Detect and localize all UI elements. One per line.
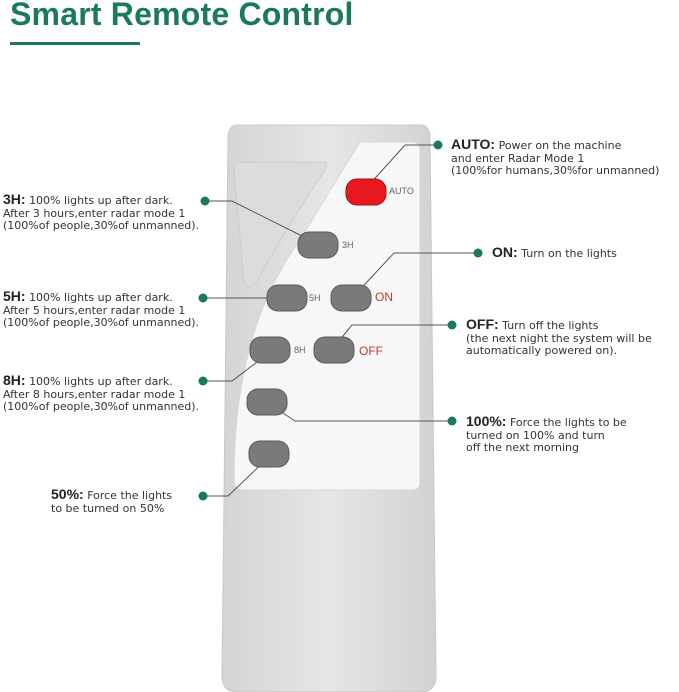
callout-8h: 8H: 100% lights up after dark. After 8 h…	[3, 372, 200, 414]
auto-button	[345, 178, 387, 206]
leader-50	[203, 455, 271, 497]
8h-button	[249, 336, 291, 364]
callout-3h: 3H: 100% lights up after dark. After 3 h…	[3, 191, 200, 233]
auto-button-label: AUTO	[389, 186, 414, 196]
callout-dot-3h	[200, 196, 210, 206]
5h-button-label: 5H	[309, 293, 321, 303]
callout-50-heading: 50%:	[51, 486, 84, 502]
100-percent-button	[246, 388, 288, 416]
callout-dot-5h	[198, 293, 208, 303]
callout-off-line: (the next night the system will be	[466, 331, 652, 345]
title-underline	[10, 42, 140, 45]
callout-8h-text: 100% lights up after dark.	[29, 375, 173, 388]
callout-100-heading: 100%:	[466, 413, 507, 429]
callout-5h-text: 100% lights up after dark.	[29, 291, 173, 304]
on-button	[330, 284, 372, 312]
callout-50: 50%: Force the lights to be turned on 50…	[51, 486, 173, 515]
on-button-label: ON	[375, 290, 393, 304]
callout-3h-text: 100% lights up after dark.	[29, 194, 173, 207]
callout-5h: 5H: 100% lights up after dark. After 5 h…	[3, 288, 200, 330]
5h-button	[266, 284, 308, 312]
remote-inset	[233, 161, 328, 288]
off-button	[313, 336, 355, 364]
callout-50-text: Force the lights	[87, 489, 173, 502]
callout-50-line: to be turned on 50%	[51, 501, 165, 515]
callout-100-line: turned on 100% and turn	[466, 428, 605, 442]
50-percent-button	[248, 440, 290, 468]
callout-5h-heading: 5H:	[3, 288, 26, 304]
leader-3h	[205, 200, 319, 245]
callout-8h-line: After 8 hours,enter radar mode 1	[3, 387, 186, 401]
callout-dot-50	[198, 491, 208, 501]
callout-on-heading: ON:	[492, 244, 518, 260]
callout-dot-100	[447, 416, 457, 426]
callout-on: ON: Turn on the lights	[492, 244, 617, 261]
leader-auto	[367, 144, 438, 187]
callout-8h-heading: 8H:	[3, 372, 26, 388]
callout-5h-line: (100%of people,30%of unmanned).	[3, 316, 200, 329]
callout-100-line: off the next morning	[466, 441, 579, 454]
3h-button-label: 3H	[342, 240, 354, 250]
off-button-label: OFF	[359, 344, 383, 358]
callout-3h-heading: 3H:	[3, 191, 26, 207]
callout-auto: AUTO: Power on the machine and enter Rad…	[451, 136, 660, 178]
page-title: Smart Remote Control	[10, 0, 354, 32]
callout-off-heading: OFF:	[466, 316, 499, 332]
callout-off-text: Turn off the lights	[502, 319, 599, 332]
callout-on-text: Turn on the lights	[521, 247, 617, 260]
callout-auto-line: and enter Radar Mode 1	[451, 151, 585, 165]
callout-8h-line: (100%of people,30%of unmanned).	[3, 400, 200, 413]
callout-off-line: automatically powered on).	[466, 344, 617, 357]
callout-auto-heading: AUTO:	[451, 136, 496, 152]
8h-button-label: 8H	[294, 345, 306, 355]
leader-on	[351, 252, 478, 299]
callout-100: 100%: Force the lights to be turned on 1…	[466, 413, 627, 455]
callout-3h-line: (100%of people,30%of unmanned).	[3, 219, 200, 232]
callout-dot-on	[473, 248, 483, 258]
3h-button	[297, 231, 339, 259]
callout-5h-line: After 5 hours,enter radar mode 1	[3, 303, 186, 317]
callout-dot-off	[447, 320, 457, 330]
callout-100-text: Force the lights to be	[509, 416, 627, 429]
callout-off: OFF: Turn off the lights (the next night…	[466, 316, 652, 358]
callout-auto-text: Power on the machine	[498, 139, 622, 152]
callout-auto-line: (100%for humans,30%for unmanned)	[451, 164, 660, 177]
callout-3h-line: After 3 hours,enter radar mode 1	[3, 206, 186, 220]
callout-dot-auto	[433, 140, 443, 150]
callout-dot-8h	[198, 376, 208, 386]
